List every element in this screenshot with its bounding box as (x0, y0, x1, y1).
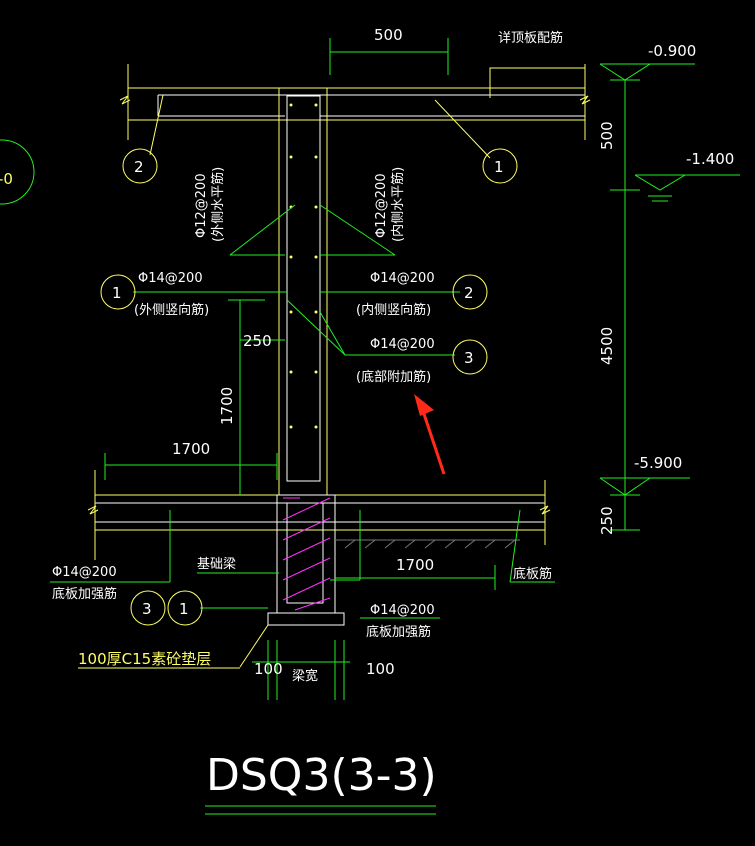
right-vertical-spec: Φ12@200 (374, 173, 389, 238)
bottom-slab (87, 470, 551, 560)
top-slab (119, 64, 591, 140)
dim-bottom-100-left: 100 (254, 660, 283, 678)
bottom-extra-spec: Φ14@200 (370, 337, 435, 352)
drawing-title: DSQ3(3-3) (206, 750, 437, 801)
marker-2-top: 2 (134, 158, 144, 176)
elevation-top: -0.900 (648, 42, 696, 60)
dim-beam-width: 梁宽 (292, 668, 318, 684)
inner-vertical-desc: (内侧竖向筋) (356, 302, 431, 318)
dim-left-1700-vertical: 1700 (218, 387, 236, 425)
marker-1-left: 1 (112, 284, 122, 302)
cushion-label: 100厚C15素砼垫层 (78, 650, 211, 668)
marker-circles (100, 148, 518, 626)
marker-1-top: 1 (494, 158, 504, 176)
dim-right-500: 500 (598, 121, 616, 150)
edge-label: -0 (0, 170, 13, 188)
foundation-beam (267, 494, 345, 626)
elevation-mid: -1.400 (686, 150, 734, 168)
edge-marker-circle (0, 139, 35, 205)
dim-top-500: 500 (374, 26, 403, 44)
foundation-beam-label: 基础梁 (197, 557, 236, 572)
outer-vertical-desc: (外侧竖向筋) (134, 302, 209, 318)
bottom-extra-desc: (底部附加筋) (356, 369, 431, 385)
dim-right-250: 250 (598, 506, 616, 535)
base-rebar-label: 底板筋 (513, 566, 552, 582)
right-bottom-spec: Φ14@200 (370, 603, 435, 618)
marker-3-bottom: 3 (142, 600, 152, 618)
inner-vertical-spec: Φ14@200 (370, 271, 435, 286)
marker-1-bottom: 1 (179, 600, 189, 618)
dimension-lines (104, 38, 640, 700)
right-bottom-desc: 底板加强筋 (366, 624, 431, 640)
marker-2-right: 2 (464, 284, 474, 302)
label-top-slab-rebar: 详顶板配筋 (498, 30, 563, 46)
dim-bottom-1700: 1700 (396, 556, 434, 574)
left-bottom-desc: 底板加强筋 (52, 586, 117, 602)
elevation-marks (599, 63, 740, 496)
dim-left-1700-horizontal: 1700 (172, 440, 210, 458)
left-vertical-spec: Φ12@200 (194, 173, 209, 238)
left-bottom-spec: Φ14@200 (52, 565, 117, 580)
rebar-leaders (50, 67, 585, 668)
elevation-bottom: -5.900 (634, 454, 682, 472)
highlight-arrow (414, 394, 446, 475)
left-vertical-desc: (外侧水平筋) (210, 167, 226, 242)
marker-3-right: 3 (464, 349, 474, 367)
dim-left-250: 250 (243, 332, 272, 350)
dim-right-4500: 4500 (598, 327, 616, 365)
soil-hatch (335, 539, 520, 549)
dim-bottom-100-right: 100 (366, 660, 395, 678)
right-vertical-desc: (内侧水平筋) (390, 167, 406, 242)
outer-vertical-spec: Φ14@200 (138, 271, 203, 286)
